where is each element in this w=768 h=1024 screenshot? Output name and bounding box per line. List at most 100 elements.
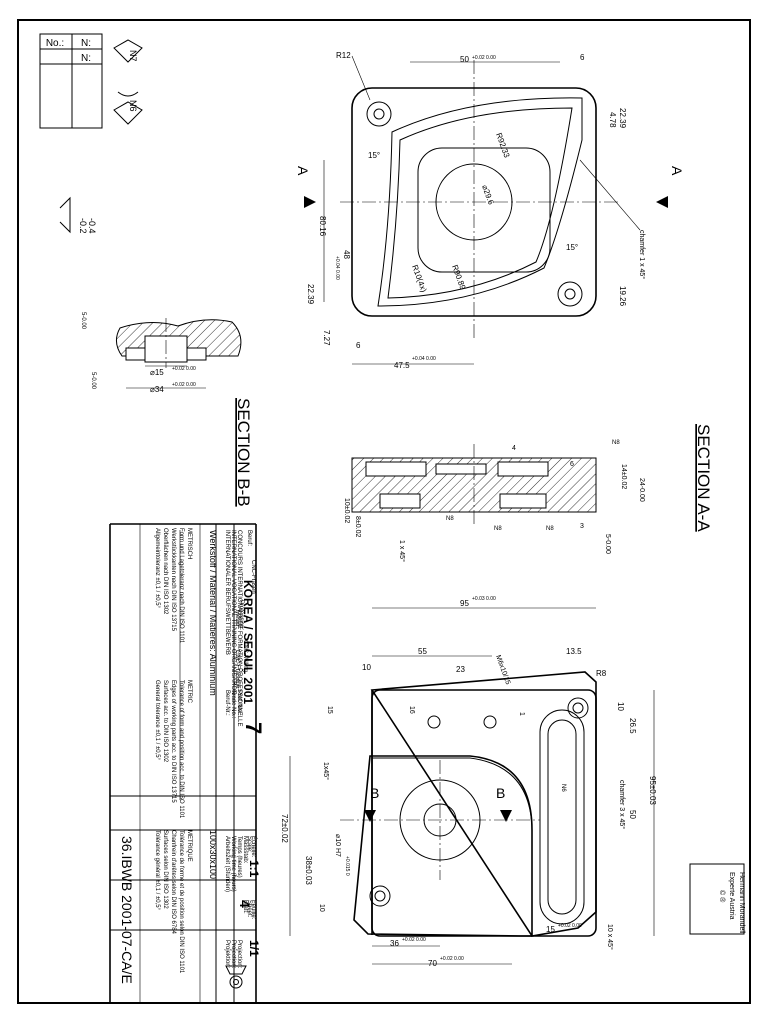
author-box: Hermann Morandell Experte Austria © ® xyxy=(689,863,745,935)
proj-l1: Projektion: xyxy=(224,940,230,969)
top-chamfer: chamfer 1 x 45° xyxy=(638,230,646,279)
tradeno-l2: Trade No.: xyxy=(230,690,236,718)
surface-symbol-icon xyxy=(113,101,143,125)
label-a-right: A xyxy=(669,166,685,176)
aa-d4: 14±0.02 xyxy=(620,464,627,489)
org-3: CONCOURS INTERNATIONAUX DE FORMATION PRO… xyxy=(236,530,242,726)
note-2-5: METRIC xyxy=(186,680,192,704)
bb-d2: ⌀34 xyxy=(150,385,164,394)
section-aa-title: SECTION A-A xyxy=(694,424,713,532)
note-2-4: Tolerance of form and position acc. to D… xyxy=(178,680,184,819)
bb-d1: ⌀15 xyxy=(150,368,164,377)
top-h22a: 22.39 xyxy=(618,108,627,129)
top-r90: R90.89 xyxy=(450,264,467,292)
sheet-value: 1/1 xyxy=(247,940,261,957)
note-3-2: Surfaces selon DIN ISO 1302 xyxy=(162,830,168,909)
bot-w36-tol: +0.02 0.00 xyxy=(402,937,426,943)
label-a-left: A xyxy=(295,166,311,176)
bot-h16: 16 xyxy=(408,706,415,714)
bb-d2-tol: +0.02 0.00 xyxy=(172,382,196,388)
sheet-border xyxy=(17,19,751,1004)
section-aa-view: 10±0.02 8±0.02 24-0.00 14±0.02 5-0.00 4 … xyxy=(343,424,713,562)
aa-d8: 3 xyxy=(580,523,584,530)
material-size: 100x30x100 xyxy=(208,830,218,879)
bot-surf: N6 xyxy=(560,784,566,792)
sheet-l3: Feuille: xyxy=(250,900,256,920)
scale-value: 1:1 xyxy=(247,860,261,878)
proj-l2: Projection: xyxy=(230,940,236,969)
label-b-right: B xyxy=(496,785,505,801)
time-l3: Temps (heures) xyxy=(236,836,242,878)
top-w475: 47.5 xyxy=(394,361,410,370)
aa-surf-3: N8 xyxy=(546,526,554,532)
bb-v1: 5-0.00 xyxy=(80,312,86,330)
bb-v2: 5-0.00 xyxy=(90,372,96,390)
section-bb-view: ⌀15 +0.02 0.00 ⌀34 +0.02 0.00 5-0.00 5-0… xyxy=(80,312,253,507)
org-2: INTERNATIONAL VOCATIONAL TRAINING ORGANI… xyxy=(230,530,236,694)
aa-d5: 5-0.00 xyxy=(604,534,611,554)
note-1-2: Oberflächen nach DIN ISO 1302 xyxy=(162,528,168,615)
bot-h15: 15 xyxy=(326,706,333,714)
trade-v3: CNC-Fraisage xyxy=(234,650,240,689)
bot-w23: 23 xyxy=(456,665,465,674)
bot-h265: 26.5 xyxy=(628,718,637,734)
bot-h1: 1 xyxy=(518,712,525,716)
top-view: 50 +0.02 0.00 R12 6 R92.33 ⌀29.6 R90.89 … xyxy=(295,51,685,370)
bot-w135: 13.5 xyxy=(566,647,582,656)
author-name: Hermann Morandell xyxy=(738,872,745,934)
top-h48: 48 xyxy=(342,250,351,259)
aa-chamfer: 1 x 45° xyxy=(398,540,406,562)
aa-d6: 4 xyxy=(512,445,516,452)
note-1-1: Allgemeintoleranz ±0,1 / ±0,5° xyxy=(154,528,160,609)
mark-no: No.: xyxy=(46,38,64,49)
tol-a: -0.2 xyxy=(78,218,88,234)
surface-symbol-icon xyxy=(113,39,143,63)
sheet-l1: Blatt: xyxy=(242,900,248,914)
bot-h10: 10 xyxy=(318,904,325,912)
drawing-number: 36.IBWB 2001-07-CA/E xyxy=(119,836,135,984)
bot-w10a: 10 xyxy=(362,663,371,672)
bot-ch1: 1x45° xyxy=(322,762,330,780)
note-1-3: Werkstückkanten nach DIN ISO 13715 xyxy=(170,528,176,632)
top-w475-tol: +0.04 0.00 xyxy=(412,356,436,362)
mark-n2: N: xyxy=(81,53,91,64)
bot-h72: 72±0.02 xyxy=(280,814,289,843)
bot-w95: 95 xyxy=(460,599,469,608)
top-r92: R92.33 xyxy=(494,132,511,160)
bot-w10b: 10 xyxy=(616,702,625,711)
projection-symbol-icon xyxy=(225,965,247,989)
trade-l2: Profession: xyxy=(238,600,244,630)
bot-chamfer: chamfer 3 x 45° xyxy=(618,780,626,829)
trade-v2: CNC-Milling xyxy=(242,640,248,672)
top-h48-tol: +0.04 0.00 xyxy=(334,256,340,280)
bot-h38: 38±0.03 xyxy=(304,856,313,885)
top-h80: 80.16 xyxy=(318,216,327,237)
note-3-1: Tolérance général ±0,1 / ±0,5° xyxy=(154,830,160,911)
time-value: 4 xyxy=(237,900,253,908)
bot-w15: 15 xyxy=(546,925,555,934)
time-l1: Arbeitszeit (Stunden) xyxy=(224,836,230,892)
trade-v1: CNC-Fräsen xyxy=(250,560,256,594)
trade-l3: Métier: xyxy=(234,610,240,629)
bot-w15-tol: +0.02 0.00 xyxy=(558,923,582,929)
bot-h95: 95±0.03 xyxy=(648,776,657,805)
top-h727: 7.27 xyxy=(322,330,331,346)
material-label: Werkstoff / Material / Matières: Alumini… xyxy=(208,530,218,696)
time-l2: Working time (hours) xyxy=(230,836,236,892)
top-w50-tol: +0.02 0.00 xyxy=(472,55,496,61)
bot-thread: M6x10/15 xyxy=(494,654,511,685)
top-d29: ⌀29.6 xyxy=(480,184,496,207)
aa-surf-2: N8 xyxy=(494,526,502,532)
top-r12: R12 xyxy=(336,51,351,60)
aa-d7: 6 xyxy=(570,461,574,468)
aa-d2: 8±0.02 xyxy=(354,516,361,537)
trade-l1: Beruf: xyxy=(246,530,252,546)
city: KOREA / SEOUL 2001 xyxy=(241,580,255,704)
title-block: Allgemeintoleranz ±0,1 / ±0,5° Oberfläch… xyxy=(109,523,266,1003)
mark-n6: N6 xyxy=(128,100,138,112)
section-bb-title: SECTION B-B xyxy=(234,398,253,507)
bot-w55: 55 xyxy=(418,647,427,656)
aa-d1: 10±0.02 xyxy=(343,498,350,523)
trade-no-value: 7 xyxy=(241,722,266,734)
